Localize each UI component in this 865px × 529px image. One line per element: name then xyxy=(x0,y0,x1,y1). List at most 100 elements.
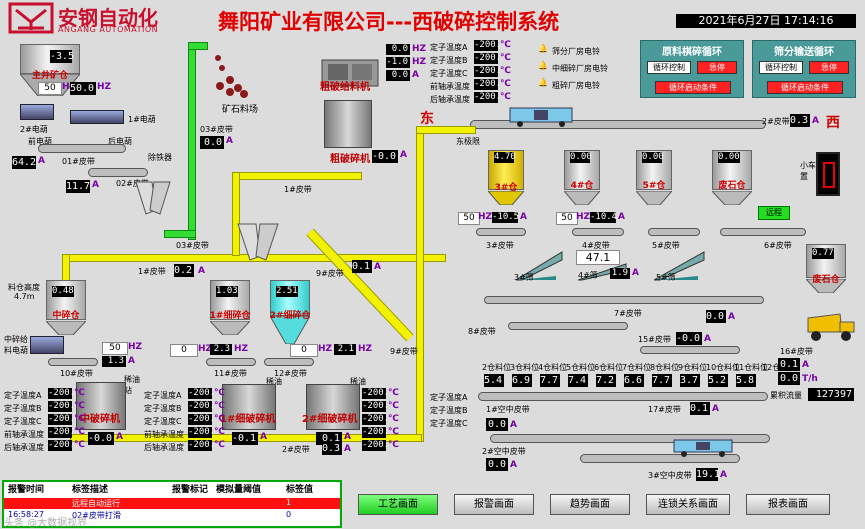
belt-02[interactable] xyxy=(88,168,148,177)
fine-bin-2-level: 2.51 xyxy=(276,286,298,297)
bell-icon-3: 🔔 xyxy=(538,78,548,87)
temp-value: -200. xyxy=(474,79,502,90)
belt-5[interactable] xyxy=(648,228,700,236)
dump-truck-icon xyxy=(806,312,856,344)
alarm-row[interactable]: 远程自动运行 1 xyxy=(4,498,340,509)
belt-16-label: 16#皮带 xyxy=(780,347,813,356)
belt-16-tph: 0.0 xyxy=(778,372,800,385)
main-mine-hz-set[interactable]: 50 xyxy=(38,82,62,95)
belt-7[interactable] xyxy=(508,322,628,330)
belt-12[interactable] xyxy=(264,358,314,366)
belt-8[interactable] xyxy=(484,296,764,304)
trend-screen-button[interactable]: 趋势画面 xyxy=(550,494,630,515)
cumulative-flow-label: 累积流量 xyxy=(770,391,802,400)
hz-unit: HZ xyxy=(478,212,493,222)
rear-belt-label: 后电葫 xyxy=(108,137,132,146)
panel-screen-title: 筛分输送循环 xyxy=(774,47,834,58)
screen-cycle-start-button[interactable]: 循环启动条件 xyxy=(767,81,843,94)
belt-9-label: 9#皮带 xyxy=(316,269,344,278)
clock-display: 2021年6月27日 17:14:16 xyxy=(676,14,856,28)
belt-1-label-2: 1#皮带 xyxy=(138,267,166,276)
coarse-feeder-label: 粗破给料机 xyxy=(320,82,370,93)
raw-estop-button[interactable]: 急停 xyxy=(697,61,737,74)
report-screen-button[interactable]: 报表画面 xyxy=(746,494,830,515)
temp-label-fine2-c: 定子温度C xyxy=(430,419,468,428)
coarse-feeder-icon xyxy=(320,56,380,90)
bell-icon-1: 🔔 xyxy=(538,44,548,53)
silo-4-level: 0.00 xyxy=(570,152,592,163)
screen-5-icon[interactable] xyxy=(652,250,706,282)
belt-16[interactable] xyxy=(478,392,768,401)
belt-6[interactable] xyxy=(720,228,806,236)
screen-estop-button[interactable]: 急停 xyxy=(809,61,849,74)
panel-screen: 筛分输送循环 循环控制 急停 循环启动条件 xyxy=(752,40,856,98)
belt-4[interactable] xyxy=(572,228,624,236)
lube-station-1: 稀油站 xyxy=(124,375,140,395)
belt-2-label: 2#皮带 xyxy=(762,117,790,126)
alarm-row[interactable]: 16:58:27 02#皮带打滑 0 xyxy=(4,510,340,521)
tripper-car-icon[interactable] xyxy=(508,104,574,128)
screen-4-hz-set[interactable]: 50 xyxy=(556,212,578,225)
fine-crusher-1[interactable] xyxy=(222,384,276,430)
air-belt-3-value: 19.1 xyxy=(696,468,721,481)
fine-crusher-2[interactable] xyxy=(306,384,360,430)
mid-motor xyxy=(30,336,64,354)
fine-crusher-1-label: 1#细破碎机 xyxy=(220,414,276,425)
fine-2-hz-set[interactable]: 0 xyxy=(290,344,318,357)
iron-remover-label: 除铁器 xyxy=(148,153,172,162)
green-pipe-bottom xyxy=(164,230,196,238)
waste-silo-level: 0.00 xyxy=(718,152,740,163)
air-belt-1-label: 1#空中皮带 xyxy=(486,405,530,414)
coarse-crusher xyxy=(324,100,372,148)
raw-cycle-control-button[interactable]: 循环控制 xyxy=(647,61,691,74)
logo-text: 安钢自动化 xyxy=(58,6,158,30)
mid-bin-level: 0.48 xyxy=(52,286,74,297)
front-belt-label: 前电葫 xyxy=(28,137,52,146)
screen-3-icon[interactable] xyxy=(514,250,564,282)
main-mine-level: -3.5 xyxy=(50,50,75,63)
belt-03-bottom-label: 03#皮带 xyxy=(176,241,209,250)
screen-cycle-control-button[interactable]: 循环控制 xyxy=(759,61,803,74)
raw-cycle-start-button[interactable]: 循环启动条件 xyxy=(655,81,731,94)
cumulative-flow-value: 127397 xyxy=(808,388,854,401)
air-belt-2[interactable] xyxy=(580,454,740,463)
fine-crusher-2-value: 0.1 xyxy=(316,432,342,445)
main-mine-label: 主井矿仓 xyxy=(31,71,68,81)
mid-crusher-bin-cone xyxy=(44,320,88,336)
panel-raw: 原料棋碎循环 循环控制 急停 循环启动条件 xyxy=(640,40,744,98)
fine-1-hz-value: 2.3 xyxy=(210,344,232,355)
alarm-screen-button[interactable]: 报警画面 xyxy=(454,494,534,515)
interlock-screen-button[interactable]: 连锁关系画面 xyxy=(646,494,730,515)
temp-label-fine2-b: 定子温度B xyxy=(430,406,468,415)
motor-1-label: 1#电葫 xyxy=(128,115,156,124)
air-belt-1[interactable] xyxy=(490,434,770,443)
temp-label: 定子温度A xyxy=(430,43,468,52)
silo-5-cone xyxy=(634,190,674,206)
belt-5-label: 5#皮带 xyxy=(652,241,680,250)
belt-11[interactable] xyxy=(206,358,256,366)
belt-7-label: 7#皮带 xyxy=(614,309,642,318)
alarm-table: 报警时间 标签描述 报警标记 模拟量阈值 标签值 远程自动运行 1 16:58:… xyxy=(2,480,342,528)
belt-15[interactable] xyxy=(640,346,740,354)
remote-mode-button[interactable]: 远程 xyxy=(758,206,790,220)
screen-display[interactable]: 47.1 xyxy=(576,250,620,265)
height-value: 4.7m xyxy=(14,292,35,301)
motor-2 xyxy=(20,104,54,120)
belt-3[interactable] xyxy=(476,228,526,236)
screen-4-value: -10.4 xyxy=(590,212,618,223)
coarse-hz-set[interactable]: 0.0 xyxy=(386,44,410,55)
mid-hz-set[interactable]: 50 xyxy=(102,342,128,355)
fine-bin-1-name: 1#细碎仓 xyxy=(209,311,251,321)
yellow-pipe-diagonal xyxy=(300,228,420,348)
power-status-2: 中细碎厂房电铃 xyxy=(552,64,608,73)
mid-crusher[interactable] xyxy=(76,382,126,430)
height-label: 料仓高度 xyxy=(8,283,40,292)
temp-label: 定子温度B xyxy=(430,56,468,65)
fine-1-hz-set[interactable]: 0 xyxy=(170,344,198,357)
process-screen-button[interactable]: 工艺画面 xyxy=(358,494,438,515)
belt-01[interactable] xyxy=(38,144,126,153)
tripper-car-2-icon[interactable] xyxy=(672,436,734,458)
belt-10[interactable] xyxy=(48,358,98,366)
screen-3-hz-set[interactable]: 50 xyxy=(458,212,480,225)
temps-group-fine-2: -200.℃ -200.℃ -200.℃ -200.℃ -200.℃ xyxy=(362,388,399,451)
